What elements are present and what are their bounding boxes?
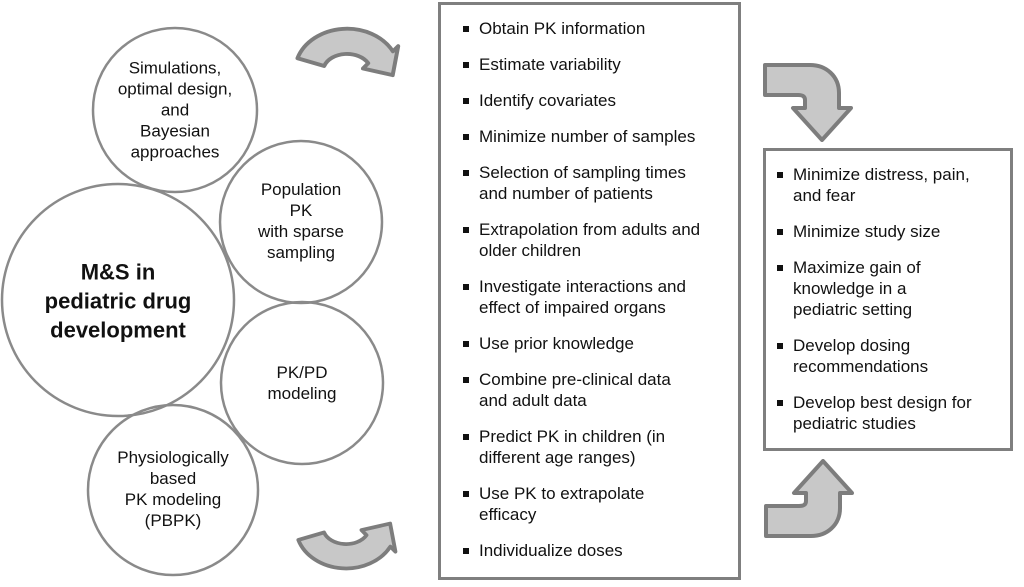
list-item-text: Selection of sampling times and number o…: [479, 163, 686, 203]
elbow-arrow-top-right-icon: [763, 63, 853, 142]
bullet-icon: [463, 134, 469, 140]
elbow-arrow-bottom-right-icon: [764, 459, 854, 538]
bullet-icon: [777, 343, 783, 349]
bullet-icon: [777, 172, 783, 178]
ms-pediatric-circle-shape: [0, 182, 236, 418]
list-item: Individualize doses: [463, 540, 732, 561]
pbpk-circle-shape: [86, 403, 260, 577]
list-item: Develop best design for pediatric studie…: [777, 392, 1006, 434]
bullet-icon: [463, 26, 469, 32]
list-item: Obtain PK information: [463, 18, 732, 39]
list-item: Minimize study size: [777, 221, 1006, 242]
list-item-text: Individualize doses: [479, 541, 623, 560]
bullet-icon: [777, 265, 783, 271]
list-item-text: Identify covariates: [479, 91, 617, 110]
bullet-icon: [777, 229, 783, 235]
list-item: Use prior knowledge: [463, 333, 732, 354]
list-item: Investigate interactions and effect of i…: [463, 276, 732, 318]
bullet-icon: [463, 434, 469, 440]
bullet-icon: [463, 284, 469, 290]
bullet-icon: [463, 491, 469, 497]
list-item-text: Develop dosing recommendations: [793, 336, 929, 376]
list-item-text: Estimate variability: [479, 55, 621, 74]
list-item: Minimize distress, pain, and fear: [777, 164, 1006, 206]
list-item-text: Minimize study size: [793, 222, 941, 241]
list-item: Selection of sampling times and number o…: [463, 162, 732, 204]
list-item-text: Maximize gain of knowledge in a pediatri…: [793, 258, 921, 319]
list-item-text: Use prior knowledge: [479, 334, 634, 353]
bullet-icon: [463, 341, 469, 347]
list-item: Identify covariates: [463, 90, 732, 111]
list-item-text: Extrapolation from adults and older chil…: [479, 220, 701, 260]
list-item-text: Develop best design for pediatric studie…: [793, 393, 972, 433]
list-item-text: Obtain PK information: [479, 19, 646, 38]
list-item-text: Combine pre-clinical data and adult data: [479, 370, 671, 410]
list-item-text: Investigate interactions and effect of i…: [479, 277, 686, 317]
population-pk-circle-label: Population PK with sparse sampling: [258, 180, 344, 262]
list-item: Extrapolation from adults and older chil…: [463, 219, 732, 261]
circles-cluster: [0, 26, 385, 577]
curved-arrow-bottom-left-icon: [296, 521, 398, 571]
list-item-text: Minimize number of samples: [479, 127, 696, 146]
bullet-icon: [463, 227, 469, 233]
ms-pediatric-circle-label: M&S in pediatric drug development: [44, 259, 192, 343]
bullet-icon: [463, 548, 469, 554]
list-item: Develop dosing recommendations: [777, 335, 1006, 377]
list-item: Combine pre-clinical data and adult data: [463, 369, 732, 411]
simulations-circle-shape: [91, 26, 259, 194]
bullet-icon: [463, 170, 469, 176]
pkpd-circle-shape: [219, 300, 385, 466]
list-item: Use PK to extrapolate efficacy: [463, 483, 732, 525]
pkpd-circle-label: PK/PD modeling: [267, 363, 337, 403]
bullet-icon: [777, 400, 783, 406]
bullet-icon: [463, 377, 469, 383]
list-item: Maximize gain of knowledge in a pediatri…: [777, 257, 1006, 320]
pbpk-circle-label: Physiologically based PK modeling (PBPK): [117, 448, 229, 530]
curved-arrow-top-left-icon: [295, 26, 401, 78]
list-item-text: Minimize distress, pain, and fear: [793, 165, 970, 205]
list-item-text: Predict PK in children (in different age…: [479, 427, 666, 467]
goals-box: Minimize distress, pain, and fear Minimi…: [763, 148, 1013, 451]
list-item: Predict PK in children (in different age…: [463, 426, 732, 468]
list-item: Minimize number of samples: [463, 126, 732, 147]
list-item: Estimate variability: [463, 54, 732, 75]
bullet-icon: [463, 98, 469, 104]
simulations-circle-label: Simulations, optimal design, and Bayesia…: [117, 58, 233, 162]
bullet-icon: [463, 62, 469, 68]
list-item-text: Use PK to extrapolate efficacy: [479, 484, 645, 524]
pk-tasks-box: Obtain PK information Estimate variabili…: [438, 2, 741, 580]
